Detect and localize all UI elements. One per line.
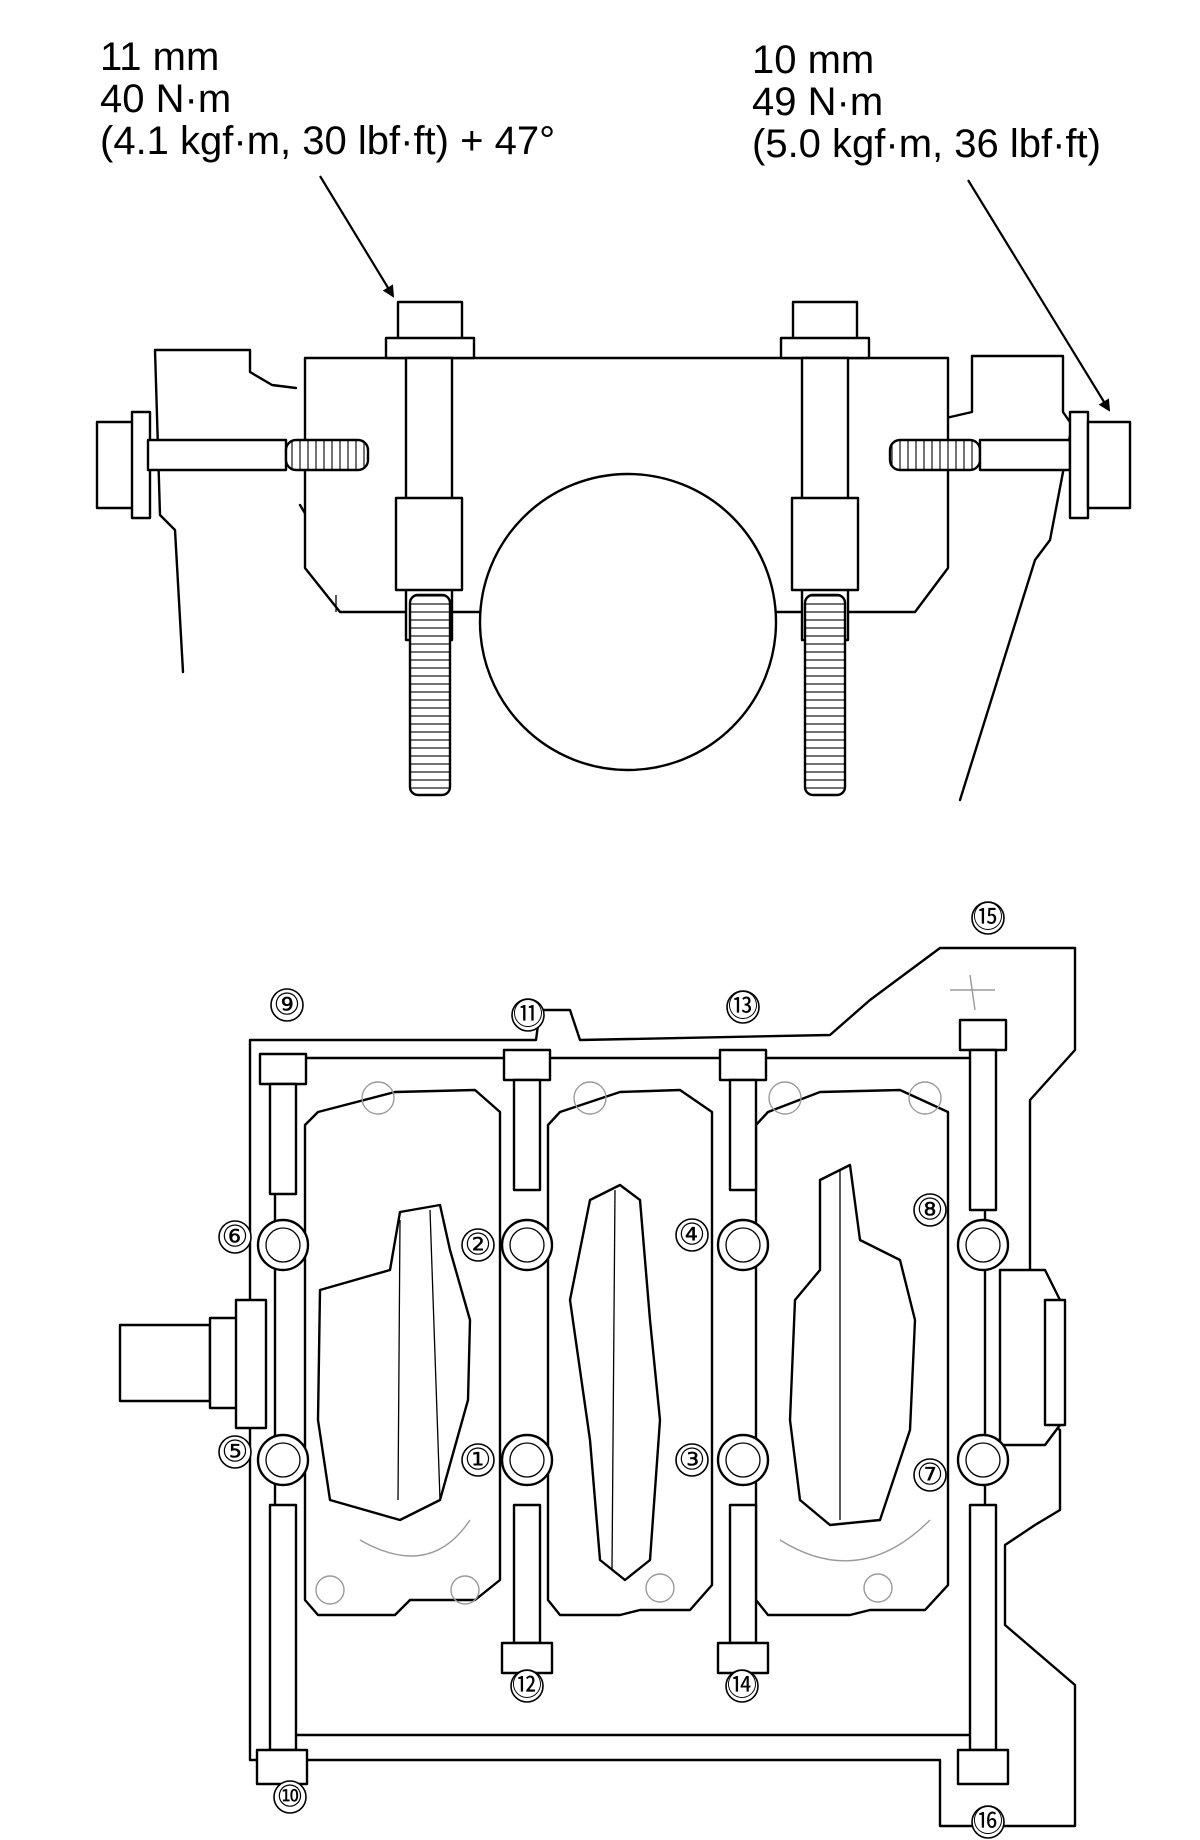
right-bolt-size: 10 mm	[752, 38, 874, 82]
left-bolt-conversion: (4.1 kgf·m, 30 lbf·ft) + 47°	[100, 119, 555, 163]
seq-12: ⑫	[512, 1669, 542, 1704]
left-bolt-torque: 40 N·m	[100, 77, 231, 121]
seq-7: ⑦	[917, 1458, 944, 1493]
leader-arrow-right	[967, 179, 1111, 412]
side-bolt-left	[95, 410, 370, 520]
seq-4: ④	[679, 1218, 706, 1253]
cap-bolt-right	[779, 300, 871, 797]
leader-arrow-left	[319, 175, 395, 298]
right-bolt-torque: 49 N·m	[752, 80, 883, 124]
side-bolt-right	[888, 410, 1132, 520]
seq-16: ⑯	[973, 1805, 1003, 1840]
seq-9: ⑨	[274, 988, 301, 1023]
seq-10: ⑩	[277, 1780, 304, 1815]
seq-11: ⑪	[513, 998, 543, 1033]
seq-5: ⑤	[222, 1435, 249, 1470]
main-bolts-long	[255, 1018, 1010, 1786]
bearing-cap-cross-section	[95, 300, 1132, 802]
seq-3: ③	[679, 1443, 706, 1478]
cap-bolt-left	[384, 300, 476, 797]
spec-right: 10 mm 49 N·m (5.0 kgf·m, 36 lbf·ft)	[752, 38, 1101, 166]
seq-13: ⑬	[728, 990, 758, 1025]
seq-8: ⑧	[917, 1193, 944, 1228]
seq-1: ①	[465, 1443, 492, 1478]
right-bolt-conversion: (5.0 kgf·m, 36 lbf·ft)	[752, 122, 1101, 166]
spec-left: 11 mm 40 N·m (4.1 kgf·m, 30 lbf·ft) + 47…	[100, 35, 555, 163]
left-bolt-size: 11 mm	[100, 35, 219, 79]
seq-14: ⑭	[727, 1669, 757, 1704]
tightening-sequence: ① ② ③ ④ ⑤ ⑥ ⑦ ⑧ ⑨ ⑩ ⑪ ⑫ ⑬ ⑭ ⑮ ⑯	[218, 901, 1005, 1840]
seq-15: ⑮	[973, 901, 1003, 936]
seq-2: ②	[465, 1228, 492, 1263]
seq-6: ⑥	[222, 1220, 249, 1255]
engine-block-bottom-view: ① ② ③ ④ ⑤ ⑥ ⑦ ⑧ ⑨ ⑩ ⑪ ⑫ ⑬ ⑭ ⑮ ⑯	[118, 901, 1077, 1840]
cap-bolt-heads	[256, 1218, 1010, 1487]
